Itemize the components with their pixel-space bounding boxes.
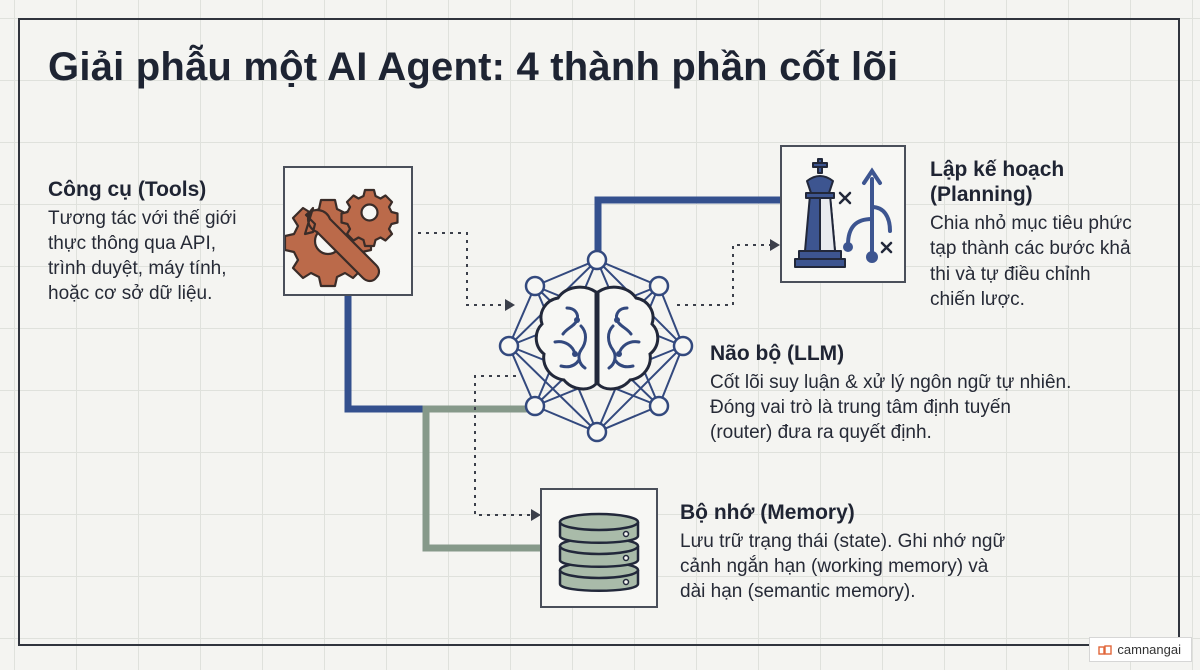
brain-description: Cốt lõi suy luận & xử lý ngôn ngữ tự nhi…	[710, 370, 1150, 445]
chess-king-branch-icon	[794, 158, 893, 268]
brain-planning-arrowhead	[770, 239, 780, 251]
tools-brain-arrowhead	[505, 299, 515, 311]
brain-heading: Não bộ (LLM)	[710, 342, 845, 365]
neural-brain-icon	[498, 249, 694, 443]
tools-desc-line: trình duyệt, máy tính,	[48, 258, 227, 280]
memory-desc-line: Lưu trữ trạng thái (state). Ghi nhớ ngữ	[680, 531, 1006, 553]
memory-heading: Bộ nhớ (Memory)	[680, 501, 855, 524]
planning-desc-line: Chia nhỏ mục tiêu phức	[930, 213, 1132, 235]
planning-desc-line: chiến lược.	[930, 288, 1025, 310]
tools-desc-line: Tương tác với thế giới	[48, 208, 237, 230]
watermark-badge: camnangai	[1089, 637, 1192, 662]
tools-desc-line: hoặc cơ sở dữ liệu.	[48, 283, 213, 305]
brain-desc-line: (router) đưa ra quyết định.	[710, 422, 932, 444]
tools-description: Tương tác với thế giới thực thông qua AP…	[48, 206, 280, 306]
memory-icon-box	[540, 488, 658, 608]
brain-desc-line: Cốt lõi suy luận & xử lý ngôn ngữ tự nhi…	[710, 372, 1072, 394]
wrench-gear-icon	[285, 188, 399, 288]
planning-heading-line: Lập kế hoạch	[930, 158, 1065, 181]
memory-text-block: Bộ nhớ (Memory) Lưu trữ trạng thái (stat…	[680, 500, 1120, 604]
tools-icon-box	[283, 166, 413, 296]
camnangai-logo-icon	[1098, 644, 1113, 655]
brain-memory-solid-connector	[422, 405, 541, 552]
planning-heading-line: (Planning)	[930, 183, 1033, 207]
planning-text-block: Lập kế hoạch (Planning) Chia nhỏ mục tiê…	[930, 157, 1170, 312]
diagram-frame	[18, 18, 1180, 646]
memory-description: Lưu trữ trạng thái (state). Ghi nhớ ngữ …	[680, 529, 1120, 604]
planning-desc-line: tạp thành các bước khả	[930, 238, 1131, 260]
tools-heading: Công cụ (Tools)	[48, 178, 207, 201]
brain-desc-line: Đóng vai trò là trung tâm định tuyến	[710, 397, 1012, 419]
brain-memory-dotted-arrow	[474, 375, 533, 516]
tools-desc-line: thực thông qua API,	[48, 233, 217, 255]
brain-memory-arrowhead	[531, 509, 541, 521]
planning-desc-line: thi và tự điều chỉnh	[930, 263, 1091, 285]
planning-heading: Lập kế hoạch (Planning)	[930, 157, 1170, 207]
planning-icon-box	[780, 145, 906, 283]
database-icon	[558, 512, 640, 592]
brain-planning-solid-connector	[594, 196, 780, 262]
planning-description: Chia nhỏ mục tiêu phức tạp thành các bướ…	[930, 211, 1170, 311]
tools-text-block: Công cụ (Tools) Tương tác với thế giới t…	[48, 177, 280, 307]
brain-neural-network	[495, 246, 695, 446]
page-title: Giải phẫu một AI Agent: 4 thành phần cốt…	[48, 45, 899, 89]
memory-desc-line: dài hạn (semantic memory).	[680, 581, 916, 603]
watermark-text: camnangai	[1117, 642, 1181, 657]
memory-desc-line: cảnh ngắn hạn (working memory) và	[680, 556, 989, 578]
brain-text-block: Não bộ (LLM) Cốt lõi suy luận & xử lý ng…	[710, 341, 1150, 445]
